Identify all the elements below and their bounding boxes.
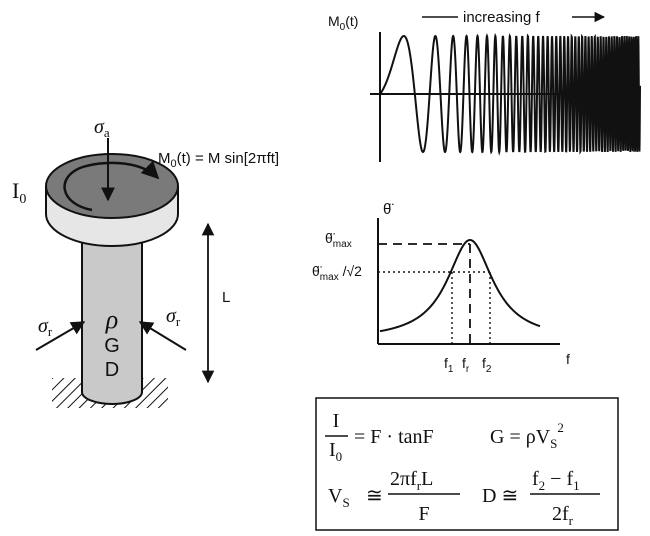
inertia-ratio-denominator: I0: [329, 439, 342, 464]
damping-numerator: f2 − f1: [532, 468, 580, 493]
sweep-waveform: [379, 32, 641, 156]
equation-box: I I0 = F · tanF G = ρVS2 VS ≅ 2πfrL F D …: [315, 397, 619, 531]
shear-modulus-label: G: [104, 335, 120, 357]
f1-label: f1: [444, 355, 454, 375]
damping-label: D: [105, 359, 119, 381]
specimen-drawing: σa M0(t) = M sin[2πft] I0 L σr σr ρ G D: [12, 116, 279, 408]
confining-stress-right-label: σr: [166, 305, 181, 329]
sweep-plot: M0(t) increasing f: [328, 9, 641, 162]
torque-rotation-arrow: [63, 160, 160, 212]
damping-lhs: D ≅: [482, 485, 518, 507]
shear-modulus-equation: G = ρVS2: [490, 420, 564, 451]
density-label: ρ: [105, 305, 118, 334]
shear-velocity-denominator: F: [418, 503, 429, 525]
confining-stress-left-label: σr: [38, 315, 53, 339]
frequency-axis-label: f: [566, 351, 570, 367]
inertia-label: I0: [12, 178, 26, 207]
confining-arrow-right: [138, 321, 187, 351]
length-label: L: [222, 289, 230, 306]
resonance-y-label: θ̈: [383, 201, 394, 218]
shear-velocity-approx: ≅: [366, 485, 383, 507]
resonance-curve: [379, 239, 541, 333]
damping-denominator: 2fr: [552, 503, 574, 528]
fr-label: fr: [462, 355, 470, 375]
shear-velocity-numerator: 2πfrL: [390, 468, 433, 493]
axial-stress-label: σa: [94, 116, 110, 140]
confining-arrow-left: [35, 321, 86, 351]
resonance-plot: θ̈ θ̈max θ̈max /√2 f f1 fr f2: [312, 201, 570, 375]
peak-label: θ̈max: [325, 230, 352, 250]
f2-label: f2: [482, 355, 492, 375]
half-power-label: θ̈max /√2: [312, 263, 362, 283]
specimen-column: [81, 229, 143, 405]
sweep-y-label: M0(t): [328, 13, 358, 33]
inertia-ratio-numerator: I: [333, 410, 340, 432]
frequency-equation-rhs: = F · tanF: [354, 426, 434, 448]
sweep-label: increasing f: [463, 9, 541, 26]
torque-equation: M0(t) = M sin[2πft]: [158, 150, 279, 170]
equation-box-border: [315, 397, 619, 531]
shear-velocity-lhs: VS: [328, 485, 350, 510]
